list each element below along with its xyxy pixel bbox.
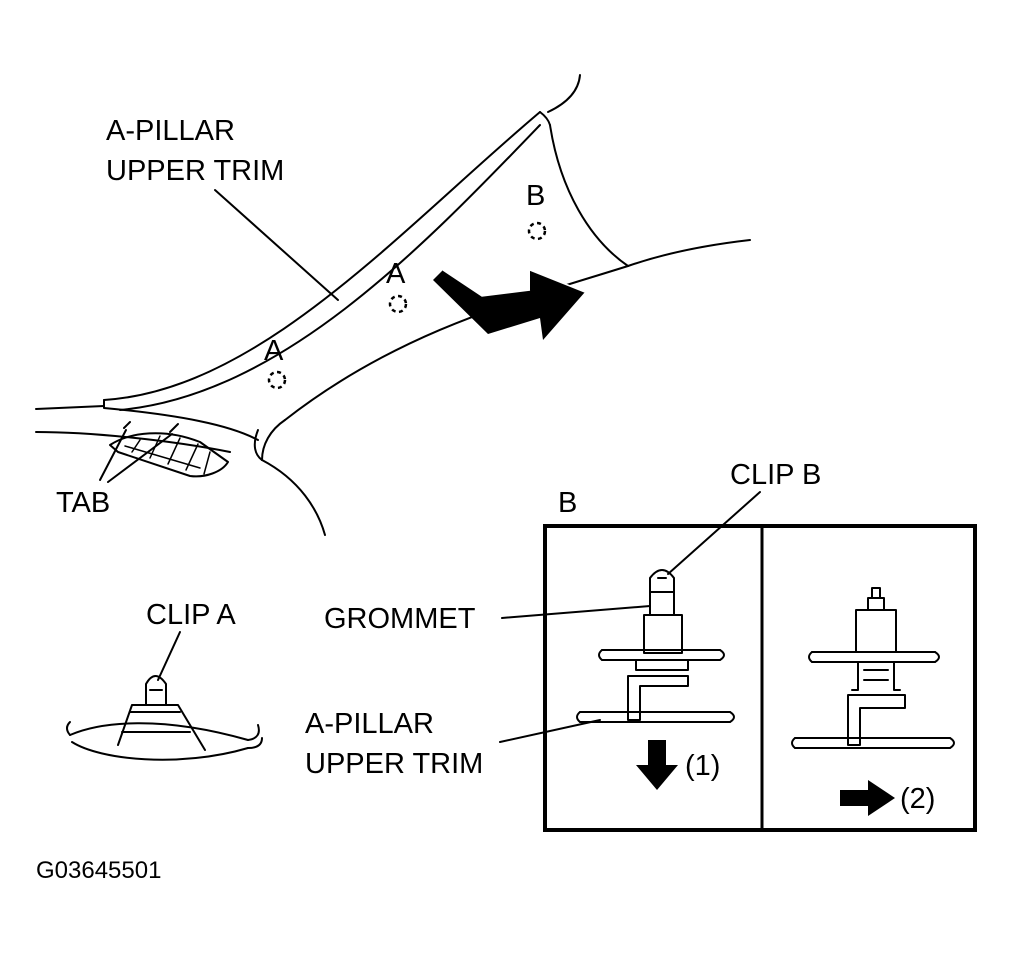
label-clip-point-a2: A bbox=[386, 258, 406, 290]
clip-b-base-step1 bbox=[627, 675, 689, 721]
removal-direction-arrow bbox=[433, 269, 586, 340]
grommet-step1 bbox=[643, 614, 683, 654]
label-clip-point-a1: A bbox=[264, 335, 284, 367]
leader-clip-b bbox=[667, 491, 761, 575]
pillar-lower-edge bbox=[284, 265, 629, 421]
clip-b-head-step2 bbox=[867, 597, 885, 611]
body-curve bbox=[261, 459, 326, 536]
leader-tab-2 bbox=[107, 433, 173, 483]
label-a-pillar-upper-trim-detail-line1: A-PILLAR bbox=[305, 708, 434, 740]
label-clip-point-b: B bbox=[526, 180, 545, 212]
clip-a-detail bbox=[66, 631, 263, 761]
roof-edge-line bbox=[547, 74, 581, 113]
pillar-right-edge bbox=[549, 124, 629, 267]
leader-clip-a bbox=[157, 631, 181, 681]
leader-trim bbox=[214, 189, 339, 301]
clip-a-base bbox=[117, 704, 206, 751]
down-arrow-step1 bbox=[636, 740, 678, 790]
right-arrow-step2 bbox=[840, 780, 895, 816]
figure-code: G03645501 bbox=[36, 857, 161, 884]
pillar-bottom-end bbox=[103, 399, 259, 441]
clip-b-head-step1 bbox=[649, 569, 675, 616]
clip-a-trim-top bbox=[69, 722, 249, 741]
label-a-pillar-upper-trim-line1: A-PILLAR bbox=[106, 115, 235, 147]
label-tab: TAB bbox=[56, 487, 110, 519]
dashboard-edge-line bbox=[35, 405, 105, 410]
leader-tab-1 bbox=[99, 429, 127, 481]
label-clip-b: CLIP B bbox=[730, 459, 821, 491]
clip-a-head bbox=[145, 675, 167, 706]
label-grommet: GROMMET bbox=[324, 603, 476, 635]
detail-b-step1-panel bbox=[576, 569, 735, 790]
clip-a-marker-1 bbox=[267, 370, 287, 390]
tab-mark-1 bbox=[123, 421, 131, 429]
label-a-pillar-upper-trim-detail-line2: UPPER TRIM bbox=[305, 748, 483, 780]
detail-b-step2-panel bbox=[791, 587, 955, 816]
a-pillar-illustration bbox=[35, 74, 751, 536]
label-step-1: (1) bbox=[685, 750, 720, 782]
detail-b-frame bbox=[543, 524, 977, 832]
leader-trim-detail bbox=[499, 719, 601, 743]
clip-b-marker bbox=[527, 221, 547, 241]
label-detail-b: B bbox=[558, 487, 577, 519]
pillar-outer-edge bbox=[103, 111, 541, 401]
label-clip-a: CLIP A bbox=[146, 599, 236, 631]
headliner-line bbox=[627, 239, 751, 267]
leader-grommet bbox=[501, 605, 651, 619]
clip-a-marker-2 bbox=[388, 294, 408, 314]
grommet-step2 bbox=[855, 609, 897, 653]
label-step-2: (2) bbox=[900, 783, 935, 815]
pillar-groove-line bbox=[119, 124, 541, 411]
tab-mark-2 bbox=[169, 423, 179, 433]
clip-a-trim-bottom bbox=[71, 741, 249, 761]
clip-b-base-step2 bbox=[847, 694, 906, 746]
label-a-pillar-upper-trim-line2: UPPER TRIM bbox=[106, 155, 284, 187]
